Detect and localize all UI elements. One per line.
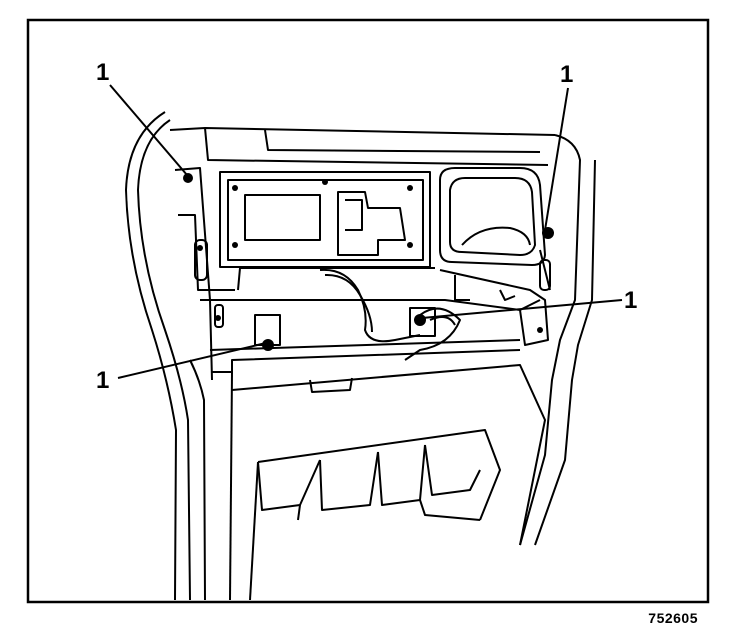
fastener <box>232 185 238 191</box>
callout-upper-right: 1 <box>560 61 573 88</box>
fastener <box>414 314 426 326</box>
callout-upper-left: 1 <box>96 59 109 86</box>
figure-id: 752605 <box>648 610 698 626</box>
leader-line-middle-right <box>421 299 623 319</box>
leader-line-upper-right <box>544 87 569 231</box>
fastener <box>322 179 328 185</box>
leader-line-lower-left <box>117 342 267 379</box>
fastener <box>197 245 203 251</box>
callout-middle-right: 1 <box>624 287 637 314</box>
fastener <box>537 327 543 333</box>
fastener <box>542 227 554 239</box>
fastener <box>262 339 274 351</box>
fastener <box>232 242 238 248</box>
fasteners <box>183 173 554 351</box>
console-outline <box>125 111 596 601</box>
fastener <box>407 242 413 248</box>
fastener <box>183 173 193 183</box>
fastener <box>407 185 413 191</box>
fastener <box>215 315 221 321</box>
leader-line-upper-left <box>109 84 188 176</box>
leader-lines <box>109 84 623 379</box>
callout-lower-left: 1 <box>96 367 109 394</box>
figure-border <box>26 18 710 604</box>
